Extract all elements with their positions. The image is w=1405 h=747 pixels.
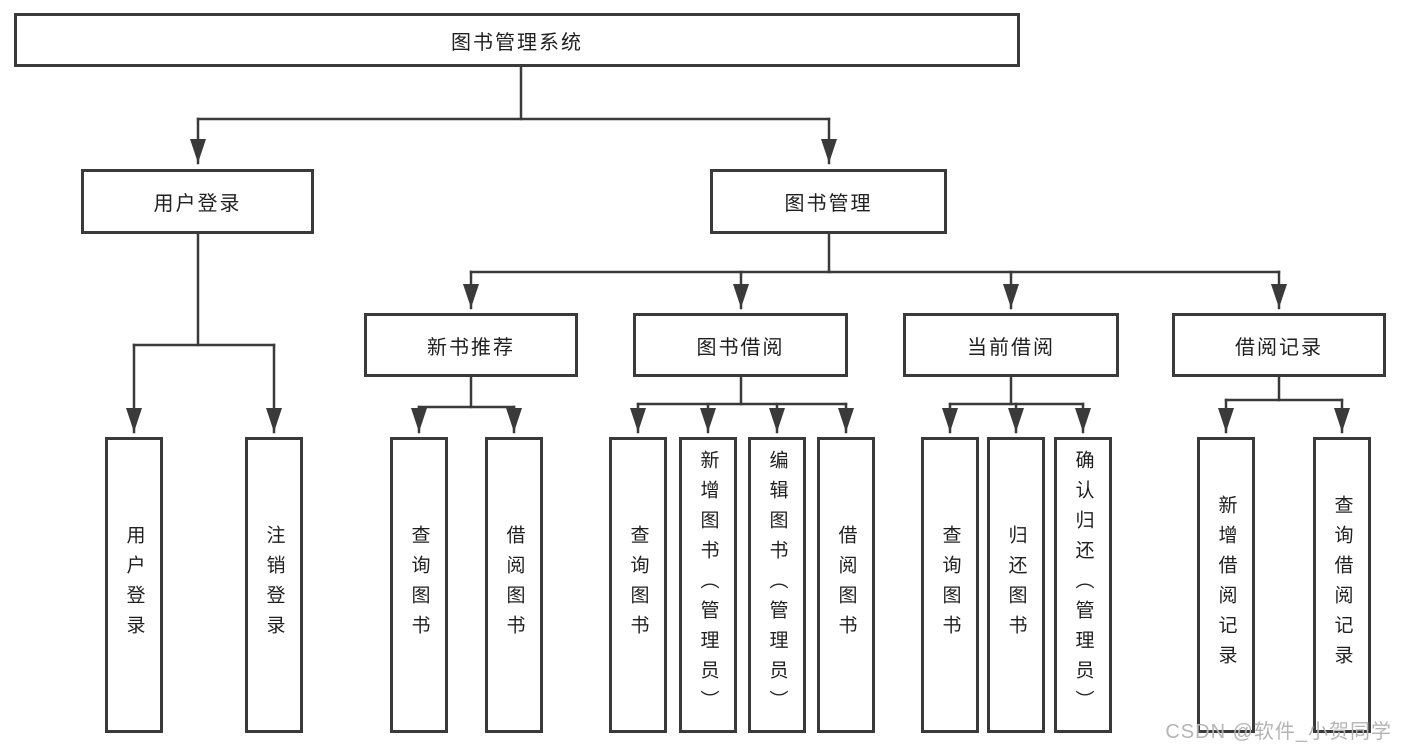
- node-root: 图书管理系统: [14, 13, 1020, 67]
- leaf-query-books-current-label: 查询图书: [939, 525, 961, 645]
- leaf-query-books-borrow: 查询图书: [609, 437, 667, 733]
- leaf-user-login-label: 用户登录: [123, 525, 145, 645]
- connector-borrow-to-leaves: [630, 375, 854, 434]
- leaf-add-borrow-record-label: 新增借阅记录: [1215, 495, 1237, 675]
- leaf-user-login: 用户登录: [105, 437, 163, 733]
- node-book-management-label: 图书管理: [784, 193, 873, 215]
- node-book-borrow-label: 图书借阅: [696, 336, 785, 359]
- node-book-management: 图书管理: [710, 169, 947, 234]
- leaf-confirm-return-admin-label: 确认归还（管理员）: [1072, 450, 1094, 720]
- leaf-add-book-admin-label: 新增图书（管理员）: [697, 450, 719, 720]
- connector-current-to-leaves: [942, 375, 1091, 434]
- leaf-query-books-borrow-label: 查询图书: [627, 525, 649, 645]
- connector-bookmgmt-to-level2: [463, 232, 1287, 310]
- node-new-book-recommend: 新书推荐: [364, 313, 578, 377]
- leaf-borrow-books-recommend-label: 借阅图书: [503, 525, 525, 645]
- leaf-borrow-books-borrow-label: 借阅图书: [835, 525, 857, 645]
- node-book-borrow: 图书借阅: [633, 313, 848, 377]
- connector-root-to-level1: [190, 65, 837, 165]
- leaf-borrow-books-borrow: 借阅图书: [817, 437, 875, 733]
- leaf-query-borrow-record: 查询借阅记录: [1313, 437, 1371, 733]
- leaf-query-books-current: 查询图书: [921, 437, 979, 733]
- leaf-edit-book-admin-label: 编辑图书（管理员）: [766, 450, 788, 720]
- leaf-return-book-label: 归还图书: [1005, 525, 1027, 645]
- leaf-confirm-return-admin: 确认归还（管理员）: [1054, 437, 1112, 733]
- node-root-label: 图书管理系统: [451, 31, 583, 54]
- leaf-logout-label: 注销登录: [263, 525, 285, 645]
- leaf-query-borrow-record-label: 查询借阅记录: [1331, 495, 1353, 675]
- connector-records-to-leaves: [1218, 375, 1350, 434]
- leaf-add-book-admin: 新增图书（管理员）: [679, 437, 737, 733]
- node-current-borrow-label: 当前借阅: [967, 336, 1055, 359]
- node-user-login: 用户登录: [81, 169, 314, 234]
- leaf-edit-book-admin: 编辑图书（管理员）: [748, 437, 806, 733]
- node-borrow-records-label: 借阅记录: [1235, 336, 1323, 359]
- leaf-logout: 注销登录: [245, 437, 303, 733]
- node-borrow-records: 借阅记录: [1172, 313, 1386, 377]
- leaf-add-borrow-record: 新增借阅记录: [1197, 437, 1255, 733]
- node-new-book-recommend-label: 新书推荐: [427, 336, 515, 359]
- watermark-text: CSDN @软件_小贺同学: [1165, 721, 1392, 743]
- node-user-login-label: 用户登录: [153, 193, 242, 215]
- leaf-return-book: 归还图书: [987, 437, 1045, 733]
- node-current-borrow: 当前借阅: [903, 313, 1119, 377]
- connector-userlogin-to-leaves: [126, 232, 282, 434]
- leaf-borrow-books-recommend: 借阅图书: [485, 437, 543, 733]
- leaf-query-books-recommend: 查询图书: [390, 437, 448, 733]
- connector-newbooks-to-leaves: [411, 375, 522, 434]
- leaf-query-books-recommend-label: 查询图书: [408, 525, 430, 645]
